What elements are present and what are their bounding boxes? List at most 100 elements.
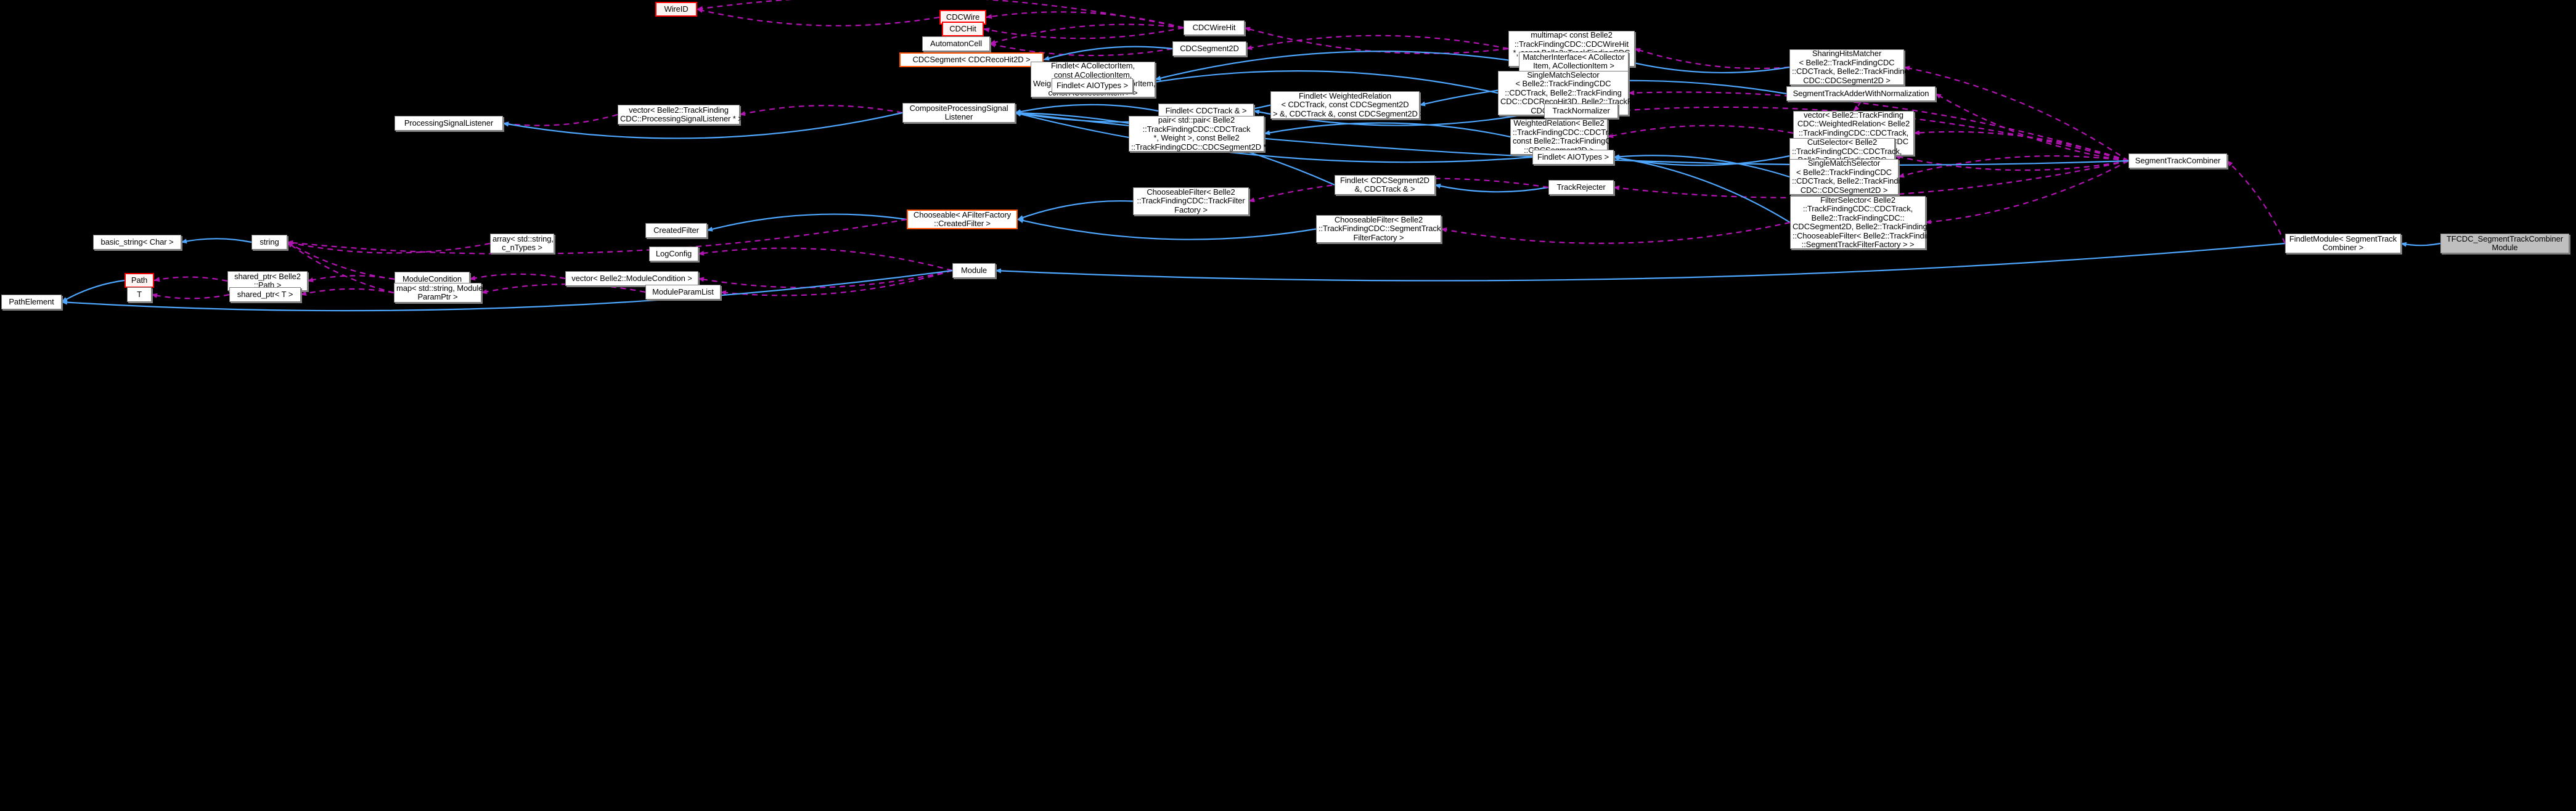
class-node-automatoncell[interactable]: AutomatonCell	[922, 36, 990, 51]
class-node-mapstdstring[interactable]: map< std::string, Module ParamPtr >	[394, 283, 483, 303]
class-node-segtrackcombiner[interactable]: SegmentTrackCombiner	[2128, 153, 2227, 168]
class-node-label: WireID	[664, 4, 689, 14]
inheritance-edge	[1613, 155, 1791, 223]
class-node-label: vector< Belle2::TrackFinding CDC::Proces…	[620, 105, 743, 123]
class-node-cdchit[interactable]: CDCHit	[942, 22, 984, 36]
class-node-cdcwirehit[interactable]: CDCWireHit	[1184, 20, 1245, 35]
inheritance-edge	[1132, 70, 1499, 94]
usage-edge	[2226, 160, 2286, 244]
class-node-label: SharingHitsMatcher < Belle2::TrackFindin…	[1792, 49, 1909, 85]
class-node-basicstring[interactable]: basic_string< Char >	[93, 235, 181, 250]
class-node-tracknormalizer[interactable]: TrackNormalizer	[1544, 104, 1618, 118]
class-node-vecmodulecond[interactable]: vector< Belle2::ModuleCondition >	[565, 271, 698, 286]
class-node-label: FilterSelector< Belle2 ::TrackFindingCDC…	[1793, 195, 1952, 249]
usage-edge	[698, 269, 953, 288]
class-node-module[interactable]: Module	[952, 263, 996, 278]
class-node-chooseableaff[interactable]: Chooseable< AFilterFactory ::CreatedFilt…	[907, 210, 1018, 229]
inheritance-edge	[61, 269, 953, 312]
class-node-label: TrackNormalizer	[1552, 105, 1610, 115]
usage-edge	[287, 240, 491, 254]
class-node-label: TFCDC_SegmentTrackCombiner Module	[2446, 234, 2564, 252]
class-node-arraystdstring[interactable]: array< std::string, c_nTypes >	[490, 234, 554, 253]
inheritance-edge	[1613, 155, 1790, 166]
class-node-label: array< std::string, c_nTypes >	[493, 234, 554, 252]
class-node-label: WeightedRelation< Belle2 ::TrackFindingC…	[1513, 118, 1623, 154]
class-node-findletaio1[interactable]: Findlet< AIOTypes >	[1052, 78, 1133, 93]
class-node-procsignallistener[interactable]: ProcessingSignalListener	[395, 116, 503, 131]
class-node-matcherinterface[interactable]: MatcherInterface< ACollector Item, AColl…	[1519, 52, 1629, 71]
inheritance-edge	[706, 213, 907, 232]
class-node-label: SegmentTrackAdderWithNormalization	[1793, 88, 1929, 98]
class-node-label: Findlet< AIOTypes >	[1537, 152, 1609, 161]
class-node-t[interactable]: T	[127, 287, 152, 302]
class-node-path[interactable]: Path	[125, 273, 154, 288]
class-node-cdcsegment2d[interactable]: CDCSegment2D	[1172, 41, 1246, 56]
class-node-label: vector< Belle2::ModuleCondition >	[571, 273, 692, 283]
class-node-label: Module	[960, 265, 987, 275]
inheritance-edge	[2400, 242, 2441, 247]
class-node-compositepsl[interactable]: CompositeProcessingSignal Listener	[902, 103, 1015, 123]
class-node-label: CompositeProcessingSignal Listener	[909, 103, 1008, 121]
class-node-trackrejecter[interactable]: TrackRejecter	[1548, 180, 1614, 195]
class-node-label: basic_string< Char >	[100, 237, 174, 247]
usage-edge	[1441, 221, 1791, 244]
class-node-string[interactable]: string	[251, 235, 287, 250]
class-node-chooseabletrackf[interactable]: ChooseableFilter< Belle2 ::TrackFindingC…	[1133, 187, 1249, 215]
usage-edge	[989, 23, 1184, 45]
class-node-chooseablesegtf[interactable]: ChooseableFilter< Belle2 ::TrackFindingC…	[1316, 215, 1441, 243]
inheritance-edge	[1628, 60, 1790, 74]
class-node-label: Findlet< WeightedRelation < CDCTrack, co…	[1273, 91, 1425, 118]
class-node-wireid[interactable]: WireID	[655, 2, 697, 17]
class-node-label: pair< std::pair< Belle2 ::TrackFindingCD…	[1131, 115, 1274, 152]
class-node-createdfilter[interactable]: CreatedFilter	[645, 223, 707, 238]
usage-edge	[1894, 155, 2129, 171]
class-node-label: PathElement	[9, 296, 54, 306]
usage-edge	[1634, 47, 1790, 70]
class-node-findletaio2[interactable]: Findlet< AIOTypes >	[1532, 150, 1614, 165]
class-node-label: TrackRejecter	[1556, 182, 1606, 192]
class-node-label: MatcherInterface< ACollector Item, AColl…	[1523, 52, 1625, 70]
usage-edge	[153, 276, 228, 282]
class-node-label: ProcessingSignalListener	[404, 118, 494, 128]
class-node-filterselector[interactable]: FilterSelector< Belle2 ::TrackFindingCDC…	[1790, 195, 1952, 249]
usage-edge	[698, 247, 953, 272]
inheritance-edge	[1264, 122, 1511, 138]
class-node-label: LogConfig	[655, 248, 692, 258]
class-node-sharedptrt[interactable]: shared_ptr< T >	[229, 287, 301, 302]
class-node-findletmodule[interactable]: FindletModule< SegmentTrack Combiner >	[2285, 234, 2401, 253]
usage-edge	[720, 269, 953, 296]
inheritance-edge	[1015, 112, 1533, 163]
usage-edge	[1244, 26, 1509, 54]
class-node-logconfig[interactable]: LogConfig	[649, 247, 698, 261]
usage-edge	[307, 275, 395, 282]
class-node-label: SegmentTrackCombiner	[2135, 155, 2221, 165]
class-node-cdcsegrecohit2d[interactable]: CDCSegment< CDCRecoHit2D >	[899, 52, 1044, 67]
usage-edge	[1898, 155, 2129, 178]
class-node-findletseg2dtrack[interactable]: Findlet< CDCSegment2D &, CDCTrack & >	[1335, 175, 1435, 195]
usage-edge	[469, 273, 566, 281]
class-node-label: CDCSegment< CDCRecoHit2D >	[912, 54, 1031, 64]
class-node-label: ModuleParamList	[652, 287, 714, 296]
class-node-tfcdcmodule[interactable]: TFCDC_SegmentTrackCombiner Module	[2440, 234, 2569, 253]
inheritance-edge	[1613, 154, 1790, 178]
usage-edge	[1607, 124, 1794, 138]
class-node-sharinghits[interactable]: SharingHitsMatcher < Belle2::TrackFindin…	[1789, 49, 1909, 85]
inheritance-edge	[1017, 218, 1317, 240]
usage-edge	[739, 105, 903, 116]
usage-edge	[1903, 65, 2129, 161]
class-node-weightedrelation[interactable]: WeightedRelation< Belle2 ::TrackFindingC…	[1510, 118, 1623, 155]
usage-edge	[502, 113, 618, 127]
class-node-label: shared_ptr< T >	[237, 289, 293, 299]
usage-edge	[1925, 160, 2129, 225]
class-node-moduleparamlist[interactable]: ModuleParamList	[645, 285, 721, 300]
usage-edge	[983, 26, 1184, 39]
class-node-singlematch2d[interactable]: SingleMatchSelector < Belle2::TrackFindi…	[1789, 158, 1909, 195]
class-node-pairstdpair[interactable]: pair< std::pair< Belle2 ::TrackFindingCD…	[1129, 115, 1274, 152]
class-node-findletweighted[interactable]: Findlet< WeightedRelation < CDCTrack, co…	[1270, 91, 1425, 119]
class-node-vecproclistener[interactable]: vector< Belle2::TrackFinding CDC::Proces…	[618, 105, 743, 124]
class-node-pathelement[interactable]: PathElement	[1, 295, 62, 309]
usage-edge	[697, 8, 940, 26]
class-node-segtrackadder[interactable]: SegmentTrackAdderWithNormalization	[1786, 86, 1936, 101]
usage-edge	[1913, 130, 2129, 162]
